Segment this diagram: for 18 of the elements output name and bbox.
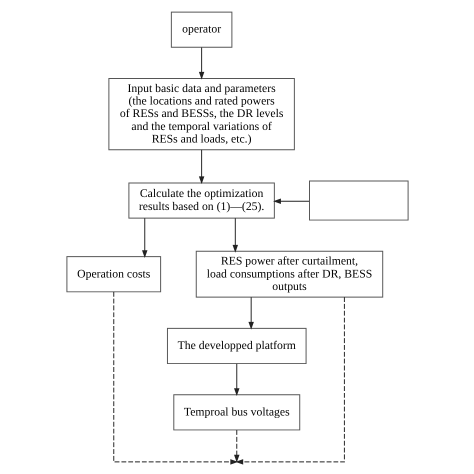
arrow <box>248 296 254 330</box>
arrow <box>198 47 204 80</box>
arrow <box>198 149 204 184</box>
node-box: RES power after curtailment, load consumptions after DR, BESS outputs <box>195 250 383 298</box>
arrow <box>112 291 238 465</box>
arrow <box>232 218 238 253</box>
arrow <box>234 430 239 463</box>
node-box: Calculate the optimization results based on (1)—(25). <box>128 182 274 219</box>
arrow <box>142 218 147 258</box>
arrow <box>234 363 239 396</box>
node-box: Temproal bus voltages <box>172 394 300 430</box>
node-box: Input basic data and parameters (the locations and rated powers of RESs and BESSs, the DR levels and the temporal variations of RESs and loads, etc.) <box>108 78 294 150</box>
arrow <box>272 198 310 204</box>
node-box <box>308 180 408 221</box>
node-box: Operation costs <box>66 256 161 292</box>
node-box: operator <box>170 12 232 48</box>
arrow <box>234 296 344 465</box>
node-box: The developped platform <box>166 328 306 364</box>
